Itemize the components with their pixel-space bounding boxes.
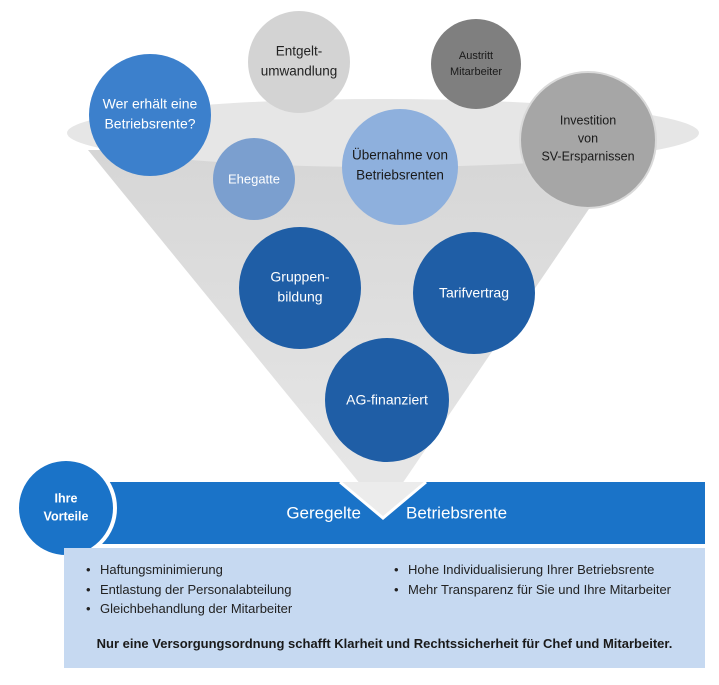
label-investition-line: SV-Ersparnissen <box>541 149 634 163</box>
label-entgeltumwandlung-line: Entgelt- <box>276 44 323 59</box>
banner-label-right: Betriebsrente <box>406 503 507 522</box>
benefits-panel: Haftungsminimierung Entlastung der Perso… <box>64 548 705 668</box>
label-austritt-mitarbeiter-line: Austritt <box>459 50 493 62</box>
funnel-tip-edge <box>339 480 427 520</box>
label-wer-erhaelt-line: Wer erhält eine <box>103 96 198 112</box>
badge-ihre-vorteile <box>15 457 117 559</box>
label-gruppenbildung-line: Gruppen- <box>270 269 329 285</box>
funnel-tip <box>340 482 426 518</box>
label-uebernahme-line: Betriebsrenten <box>356 168 444 183</box>
benefit-item: Haftungsminimierung <box>86 560 292 580</box>
circle-uebernahme <box>342 109 458 225</box>
label-austritt-mitarbeiter-line: Mitarbeiter <box>450 66 502 78</box>
benefits-list-left: Haftungsminimierung Entlastung der Perso… <box>86 560 292 619</box>
label-investition-line: Investition <box>560 113 616 127</box>
benefit-item: Entlastung der Personalabteilung <box>86 580 292 600</box>
circle-ehegatte <box>213 138 295 220</box>
circle-entgeltumwandlung <box>248 11 350 113</box>
circle-austritt-mitarbeiter <box>431 19 521 109</box>
benefits-note: Nur eine Versorgungsordnung schafft Klar… <box>96 636 673 651</box>
label-ihre-vorteile-line: Vorteile <box>44 509 89 523</box>
circle-gruppenbildung <box>239 227 361 349</box>
label-entgeltumwandlung-line: umwandlung <box>261 64 338 79</box>
circle-investition <box>519 71 657 209</box>
benefits-list-right: Hohe Individualisierung Ihrer Betriebsre… <box>394 560 671 599</box>
label-wer-erhaelt-line: Betriebsrente? <box>104 116 195 132</box>
label-ehegatte-line: Ehegatte <box>228 171 280 186</box>
label-gruppenbildung-line: bildung <box>277 289 322 305</box>
benefit-item: Mehr Transparenz für Sie und Ihre Mitarb… <box>394 580 671 600</box>
label-uebernahme-line: Übernahme von <box>352 148 448 163</box>
circle-tarifvertrag <box>413 232 535 354</box>
benefit-item: Gleichbehandlung der Mitarbeiter <box>86 599 292 619</box>
circle-ag-finanziert <box>325 338 449 462</box>
label-investition-line: von <box>578 131 598 145</box>
label-tarifvertrag-line: Tarifvertrag <box>439 285 509 301</box>
label-ihre-vorteile-line: Ihre <box>55 491 78 505</box>
banner-label-left: Geregelte <box>286 503 361 522</box>
circle-wer-erhaelt <box>89 54 211 176</box>
label-ag-finanziert-line: AG-finanziert <box>346 392 428 408</box>
benefit-item: Hohe Individualisierung Ihrer Betriebsre… <box>394 560 671 580</box>
